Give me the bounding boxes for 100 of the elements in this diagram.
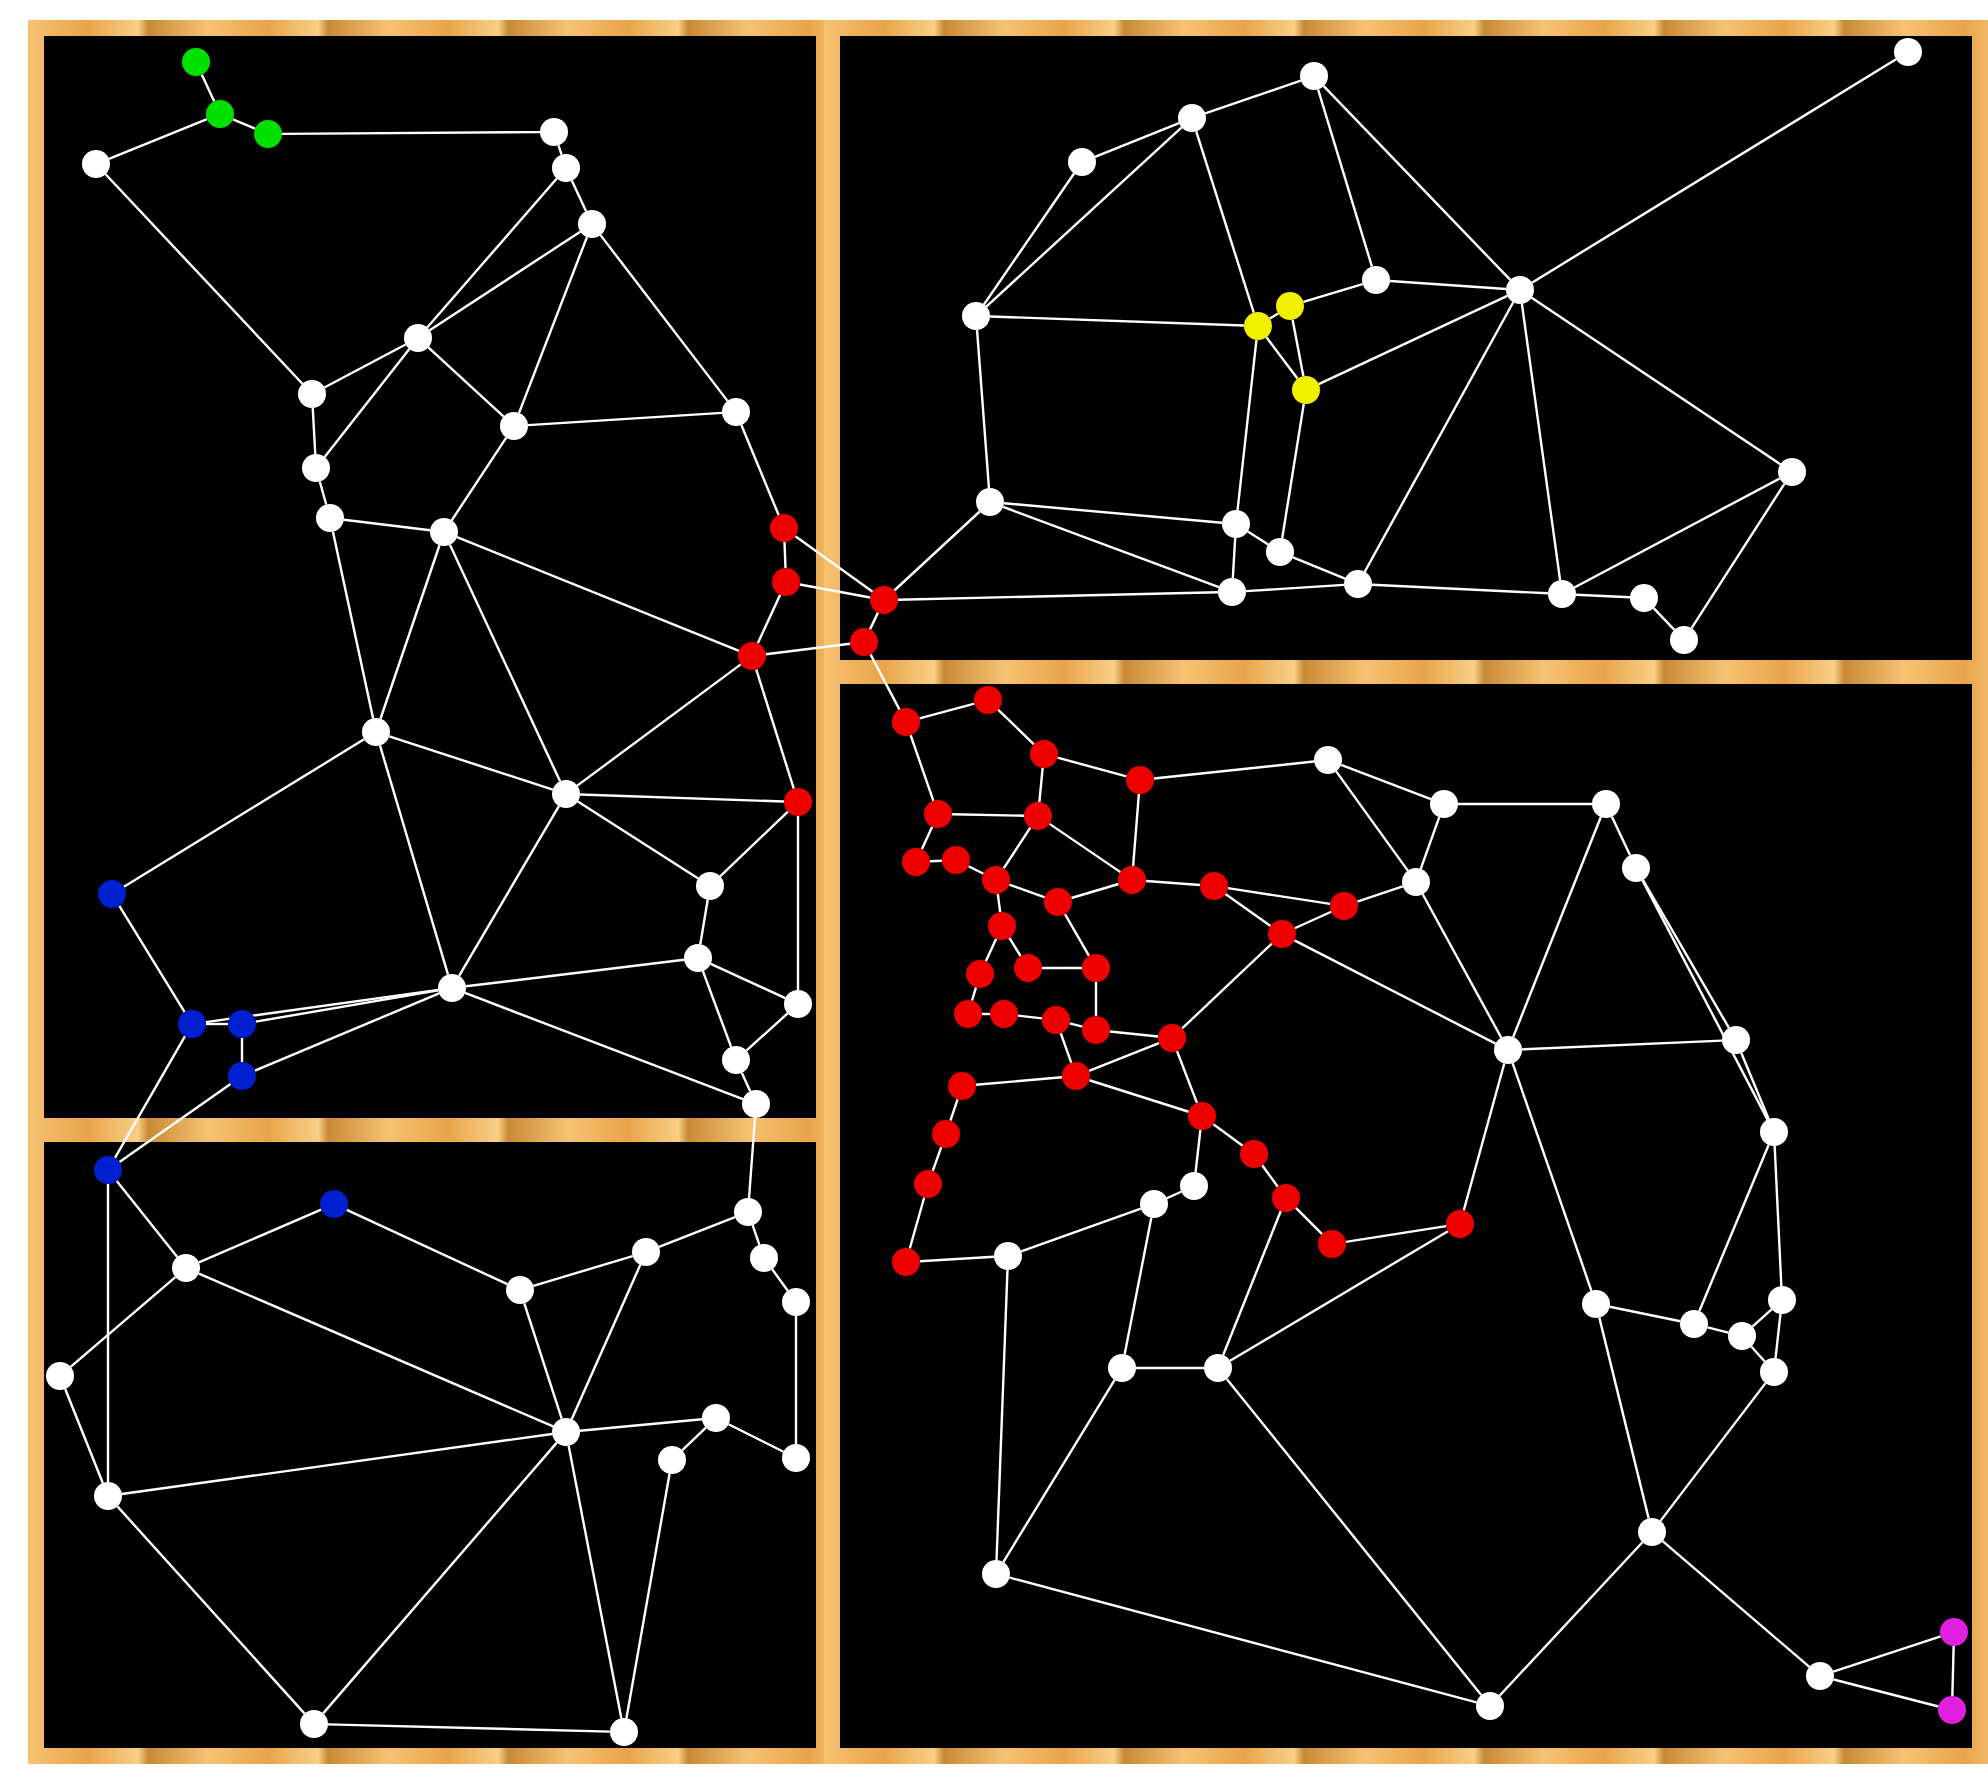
graph-edge — [69, 1276, 177, 1368]
graph-dot — [772, 568, 800, 596]
graph-dot — [924, 800, 952, 828]
graph-edge — [1088, 1079, 1190, 1113]
graph-edge — [1291, 319, 1305, 377]
graph-dot — [404, 324, 432, 352]
graph-edge — [1195, 130, 1255, 314]
graph-edge — [1194, 1129, 1202, 1173]
graph-edge — [1421, 893, 1503, 1039]
graph-dot — [1222, 510, 1250, 538]
graph-edge — [232, 118, 256, 130]
graph-edge — [1181, 942, 1273, 1030]
graph-edge — [1356, 885, 1404, 903]
graph-edge — [1227, 886, 1331, 906]
graph-dot — [1446, 1210, 1474, 1238]
graph-dot — [430, 518, 458, 546]
graph-dot — [1042, 1006, 1070, 1034]
graph-edge — [118, 905, 186, 1013]
graph-edge — [205, 988, 439, 1024]
graph-edge — [1071, 882, 1119, 900]
graph-edge — [949, 1098, 959, 1122]
graph-edge — [1740, 1052, 1770, 1120]
graph-dot — [1760, 1358, 1788, 1386]
graph-edge — [699, 899, 709, 945]
graph-edge — [1833, 1678, 1939, 1708]
graph-dot — [696, 872, 724, 900]
graph-edge — [1661, 1540, 1811, 1668]
graph-dot — [1266, 538, 1294, 566]
graph-dot — [1082, 1016, 1110, 1044]
graph-dot — [1218, 578, 1246, 606]
graph-edge — [794, 535, 874, 593]
graph-dot — [982, 866, 1010, 894]
graph-dot — [1244, 312, 1272, 340]
graph-dot — [632, 1238, 660, 1266]
graph-dot — [702, 1404, 730, 1432]
graph-edge — [984, 938, 998, 962]
graph-edge — [1131, 793, 1141, 867]
graph-dot — [1024, 802, 1052, 830]
graph-edge — [747, 1117, 757, 1199]
graph-dot — [1344, 570, 1372, 598]
graph-dot — [1178, 104, 1206, 132]
graph-edge — [1166, 1190, 1182, 1200]
graph-dot — [850, 628, 878, 656]
graph-edge — [570, 180, 588, 212]
graph-edge — [533, 1254, 633, 1288]
graph-edge — [1057, 756, 1127, 778]
graph-dot — [1722, 1026, 1750, 1054]
graph-dot — [1430, 790, 1458, 818]
graph-edge — [311, 407, 317, 455]
graph-edge — [1224, 893, 1272, 927]
graph-dot — [902, 848, 930, 876]
graph-dot — [988, 912, 1016, 940]
graph-edge — [1316, 89, 1374, 267]
graph-edge — [765, 642, 851, 656]
graph-edge — [1610, 816, 1632, 856]
graph-dot — [172, 1254, 200, 1282]
graph-edge — [1652, 607, 1676, 631]
graph-edge — [920, 826, 934, 850]
graph-edge — [1048, 822, 1122, 874]
graph-edge — [1363, 301, 1515, 573]
graph-dot — [974, 686, 1002, 714]
graph-dot — [320, 1190, 348, 1218]
graph-dot — [1204, 1354, 1232, 1382]
graph-edge — [116, 1505, 306, 1715]
graph-edge — [1951, 1645, 1955, 1697]
graph-edge — [869, 653, 901, 711]
graph-dot — [1768, 1286, 1796, 1314]
graph-edge — [599, 234, 729, 402]
graph-edge — [1222, 1210, 1282, 1356]
graph-dot — [98, 880, 126, 908]
graph-edge — [255, 989, 439, 1023]
graph-dot — [658, 1446, 686, 1474]
graph-dot — [1506, 276, 1534, 304]
graph-edge — [951, 813, 1025, 817]
graph-dot — [1494, 1036, 1522, 1064]
graph-edge — [982, 172, 1076, 306]
graph-edge — [1511, 1062, 1593, 1292]
graph-edge — [108, 118, 208, 160]
graph-dot — [742, 1090, 770, 1118]
graph-edge — [1002, 505, 1220, 589]
graph-edge — [868, 612, 880, 630]
graph-edge — [909, 734, 935, 802]
graph-edge — [968, 865, 984, 875]
graph-dot — [892, 708, 920, 736]
graph-dot — [1760, 1118, 1788, 1146]
graph-edge — [975, 1076, 1063, 1086]
graph-edge — [1498, 1541, 1644, 1697]
graph-edge — [1698, 1144, 1770, 1312]
graph-edge — [1575, 593, 1631, 599]
graph-dot — [1670, 626, 1698, 654]
graph-edge — [681, 1426, 707, 1452]
graph-edge — [701, 970, 733, 1048]
graph-edge — [113, 1035, 187, 1159]
graph-edge — [378, 745, 450, 975]
graph-edge — [567, 1445, 623, 1719]
graph-edge — [1598, 1317, 1650, 1519]
graph-edge — [331, 531, 375, 719]
graph-edge — [206, 1022, 228, 1026]
graph-dot — [966, 960, 994, 988]
graph-edge — [1292, 556, 1346, 580]
